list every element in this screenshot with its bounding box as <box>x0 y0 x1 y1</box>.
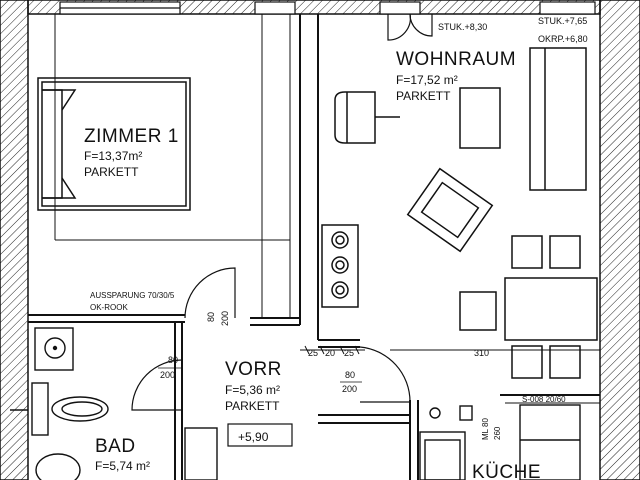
room-name-bad: BAD <box>95 436 136 457</box>
okrp-680: OKRP.+6,80 <box>538 34 588 44</box>
door-left-width: 80 <box>168 355 178 365</box>
room-name-zimmer1: ZIMMER 1 <box>84 126 179 147</box>
room-name-vorr: VORR <box>225 359 282 380</box>
east-wall <box>599 0 640 480</box>
stuk-765: STUK.+7,65 <box>538 16 587 26</box>
room-floor-wohnraum: PARKETT <box>396 89 451 103</box>
room-area-zimmer1: F=13,37m² <box>84 149 142 163</box>
interior-walls <box>28 14 600 480</box>
door-vert-height: 200 <box>220 311 230 326</box>
room-area-vorr: F=5,36 m² <box>225 383 280 397</box>
door-mid-width: 80 <box>345 370 355 380</box>
room-name-kueche: KÜCHE <box>472 462 541 480</box>
room-name-wohnraum: WOHNRAUM <box>396 49 516 70</box>
door-zimmer <box>184 267 236 319</box>
door-left-height: 200 <box>160 370 175 380</box>
windows <box>59 1 596 15</box>
dimension-lines <box>300 345 600 404</box>
bathroom-fixtures <box>10 327 218 480</box>
dim-25b: 25 <box>344 348 354 358</box>
dim-20: 20 <box>325 348 335 358</box>
dim-25a: 25 <box>308 348 318 358</box>
level-590: +5,90 <box>238 430 269 444</box>
stove-column <box>321 224 359 308</box>
dim-310: 310 <box>474 348 489 358</box>
room-area-wohnraum: F=17,52 m² <box>396 73 458 87</box>
aussparung: AUSSPARUNG 70/30/5 <box>90 291 175 300</box>
room-floor-zimmer1: PARKETT <box>84 165 139 179</box>
bed <box>37 77 191 211</box>
room-floor-vorr: PARKETT <box>225 399 280 413</box>
level-box <box>227 423 293 447</box>
ok-rook: OK-ROOK <box>90 303 128 312</box>
stuk-830: STUK.+8,30 <box>438 22 487 32</box>
kitchen-units <box>419 404 581 480</box>
living-furniture <box>334 47 598 379</box>
dim-260: 260 <box>493 426 502 440</box>
s008: S-008 20/60 <box>522 395 566 404</box>
room-area-bad: F=5,74 m² <box>95 459 150 473</box>
west-wall <box>0 0 29 480</box>
door-vert-width: 80 <box>206 312 216 322</box>
door-mid-height: 200 <box>342 384 357 394</box>
ml-80: ML 80 <box>481 418 490 440</box>
